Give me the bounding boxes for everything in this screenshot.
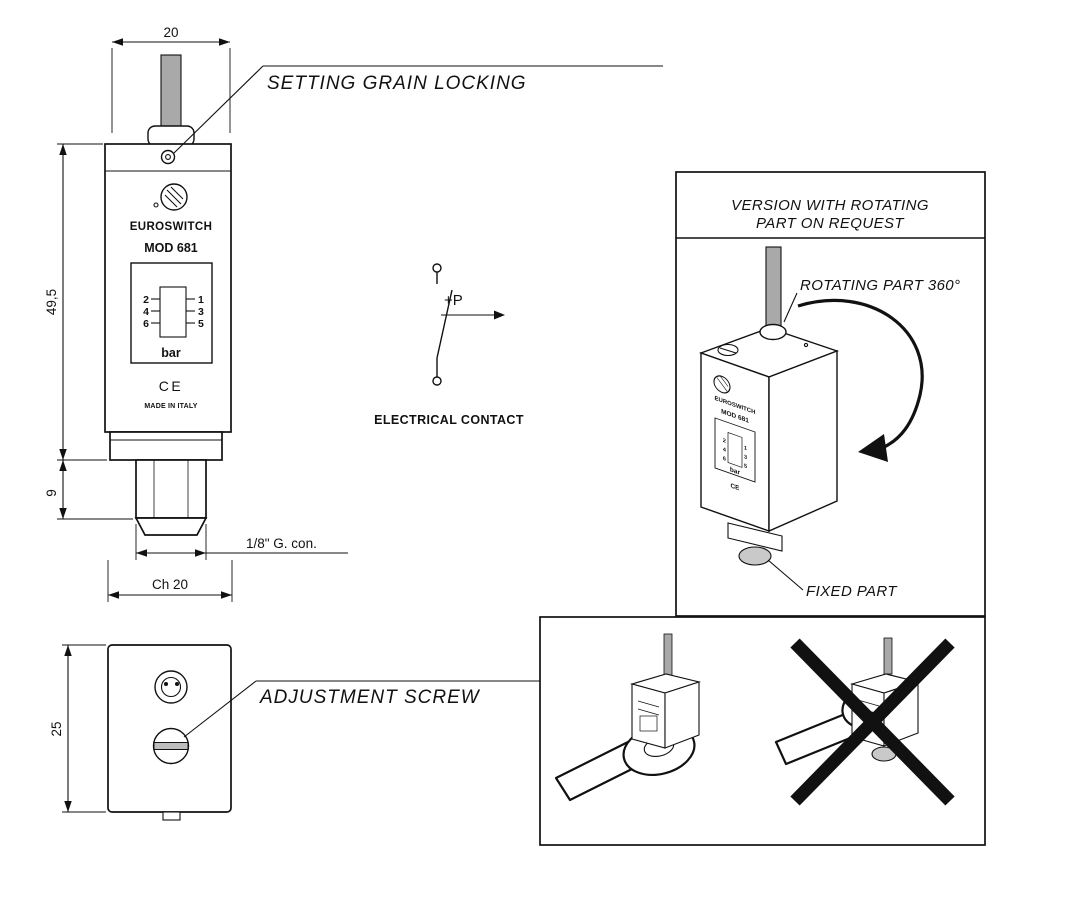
rotating-version-box: VERSION WITH ROTATING PART ON REQUEST EU… bbox=[675, 171, 986, 617]
wrench-usage-box bbox=[539, 616, 986, 846]
setting-grain-label: SETTING GRAIN LOCKING bbox=[267, 73, 527, 94]
svg-text:6: 6 bbox=[723, 456, 726, 463]
thread-label: 1/8" G. con. bbox=[246, 536, 317, 551]
stem-collar bbox=[147, 125, 195, 147]
front-view: 20 EUROSWITCH MOD 681 bbox=[44, 25, 348, 602]
thread-taper bbox=[134, 517, 208, 536]
made-in-italy-text: MADE IN ITALY bbox=[144, 403, 197, 410]
svg-text:2: 2 bbox=[723, 438, 726, 445]
dim-25-label: 25 bbox=[49, 721, 64, 736]
model-text: MOD 681 bbox=[144, 241, 198, 255]
iso-device: EUROSWITCH MOD 681 2 4 6 1 3 5 bar CE bbox=[698, 246, 840, 566]
ce-mark: CE bbox=[159, 378, 183, 394]
iso-front-face bbox=[700, 352, 770, 532]
svg-text:CE: CE bbox=[730, 483, 740, 493]
dim-height-label: 49,5 bbox=[44, 289, 59, 315]
svg-text:3: 3 bbox=[744, 454, 747, 461]
setting-grain-screw bbox=[160, 149, 176, 165]
pin-6: 6 bbox=[143, 318, 149, 330]
dim-height: 49,5 bbox=[44, 143, 107, 461]
top-stem bbox=[160, 54, 182, 130]
hex-body bbox=[135, 459, 207, 519]
bar-unit-text: bar bbox=[161, 346, 181, 360]
correct-usage-drawing bbox=[554, 633, 702, 802]
svg-text:1: 1 bbox=[744, 445, 747, 452]
pin-5: 5 bbox=[198, 318, 204, 330]
iso-collar bbox=[759, 323, 787, 341]
plus-p-label: +P bbox=[444, 292, 463, 309]
adjustment-screw-label: ADJUSTMENT SCREW bbox=[259, 687, 481, 708]
bottom-view: 25 ADJUSTMENT SCREW bbox=[49, 644, 540, 821]
connector-detail bbox=[154, 670, 188, 704]
euroswitch-logo-icon bbox=[153, 183, 188, 211]
dim-hex-label: Ch 20 bbox=[152, 577, 188, 592]
svg-text:bar: bar bbox=[730, 466, 740, 476]
dim-bottom-view: 25 bbox=[49, 644, 106, 813]
rotating-box-title-2: PART ON REQUEST bbox=[756, 215, 905, 232]
pressure-arrow-icon bbox=[494, 310, 505, 320]
fixed-part-label: FIXED PART bbox=[806, 583, 898, 600]
mini-stem-wrong bbox=[883, 637, 893, 675]
iso-side-face bbox=[768, 349, 838, 533]
brand-text: EUROSWITCH bbox=[130, 221, 213, 233]
iso-bottom-nut bbox=[727, 522, 783, 552]
pin-2: 2 bbox=[143, 294, 149, 306]
electrical-contact-symbol: +P ELECTRICAL CONTACT bbox=[374, 263, 524, 427]
rotation-arrow-icon bbox=[797, 298, 924, 462]
pin-3: 3 bbox=[198, 306, 204, 318]
flange bbox=[109, 431, 223, 461]
adjustment-screw-callout: ADJUSTMENT SCREW bbox=[183, 680, 540, 738]
rotating-part-label: ROTATING PART 360° bbox=[800, 277, 960, 294]
mini-stem bbox=[663, 633, 673, 677]
bottom-tab bbox=[162, 811, 181, 821]
svg-text:5: 5 bbox=[744, 463, 747, 470]
iso-bottom-dome bbox=[738, 546, 772, 566]
dim-lower: 9 bbox=[44, 460, 133, 520]
dim-lower-label: 9 bbox=[44, 489, 59, 497]
rotating-box-title-1: VERSION WITH ROTATING bbox=[731, 197, 929, 214]
pin-1: 1 bbox=[198, 294, 204, 306]
cross-out-icon bbox=[790, 638, 955, 806]
svg-text:4: 4 bbox=[723, 447, 727, 454]
dim-width-label: 20 bbox=[163, 25, 178, 40]
pin-diagram: 2 4 6 1 3 5 bar bbox=[130, 262, 213, 364]
iso-stem bbox=[765, 246, 782, 330]
electrical-contact-label: ELECTRICAL CONTACT bbox=[374, 413, 524, 427]
dim-thread: 1/8" G. con. bbox=[135, 524, 348, 560]
wrong-usage-drawing bbox=[774, 637, 955, 806]
pin-4: 4 bbox=[143, 306, 149, 318]
dim-top-width: 20 bbox=[111, 25, 231, 133]
adjustment-screw-detail bbox=[152, 727, 190, 765]
setting-grain-callout: SETTING GRAIN LOCKING bbox=[173, 65, 663, 154]
dim-hex: Ch 20 bbox=[107, 560, 233, 602]
